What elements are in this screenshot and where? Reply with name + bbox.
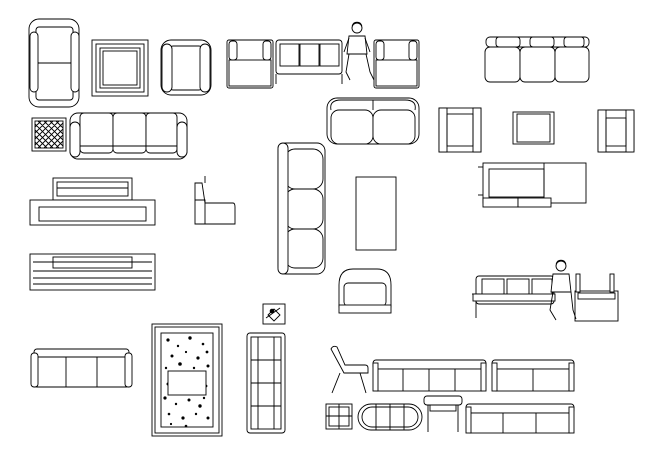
square-side-table [512,111,555,145]
lounge-chair-side [330,345,369,394]
side-chair-top-view [438,107,482,153]
bench-3-seat [465,403,575,434]
tiled-ottoman [31,117,67,152]
small-stool [423,395,463,432]
sofa-2-seat-top-view [28,18,80,108]
sofa-3-seat-low-front [30,348,133,388]
tub-chair [338,268,392,314]
armchair-top-view [160,39,212,96]
waiting-bench-with-person [472,259,619,322]
l-shaped-sofa [478,162,587,208]
table-lamp-plan [262,303,286,325]
waiting-area-with-person [226,21,420,89]
armchair-side-view [194,176,236,225]
long-bench-4-seat [372,359,487,392]
window-grid [325,403,353,430]
square-rug [91,39,149,97]
terrazzo-rug [151,323,223,437]
sofa-3-seat-front-view [484,36,590,83]
oval-table [357,403,423,431]
tall-shelf-unit [246,332,286,434]
sofa-3-seat-side-view [277,142,326,275]
loveseat-top-view [326,97,420,145]
bench-elevation [29,177,156,226]
sofa-3-seat-top-view [69,112,188,160]
bench-2-seat [491,359,575,392]
low-bench-elevation [29,253,156,291]
coffee-table [355,176,397,251]
armchair-plan-small [597,109,635,153]
